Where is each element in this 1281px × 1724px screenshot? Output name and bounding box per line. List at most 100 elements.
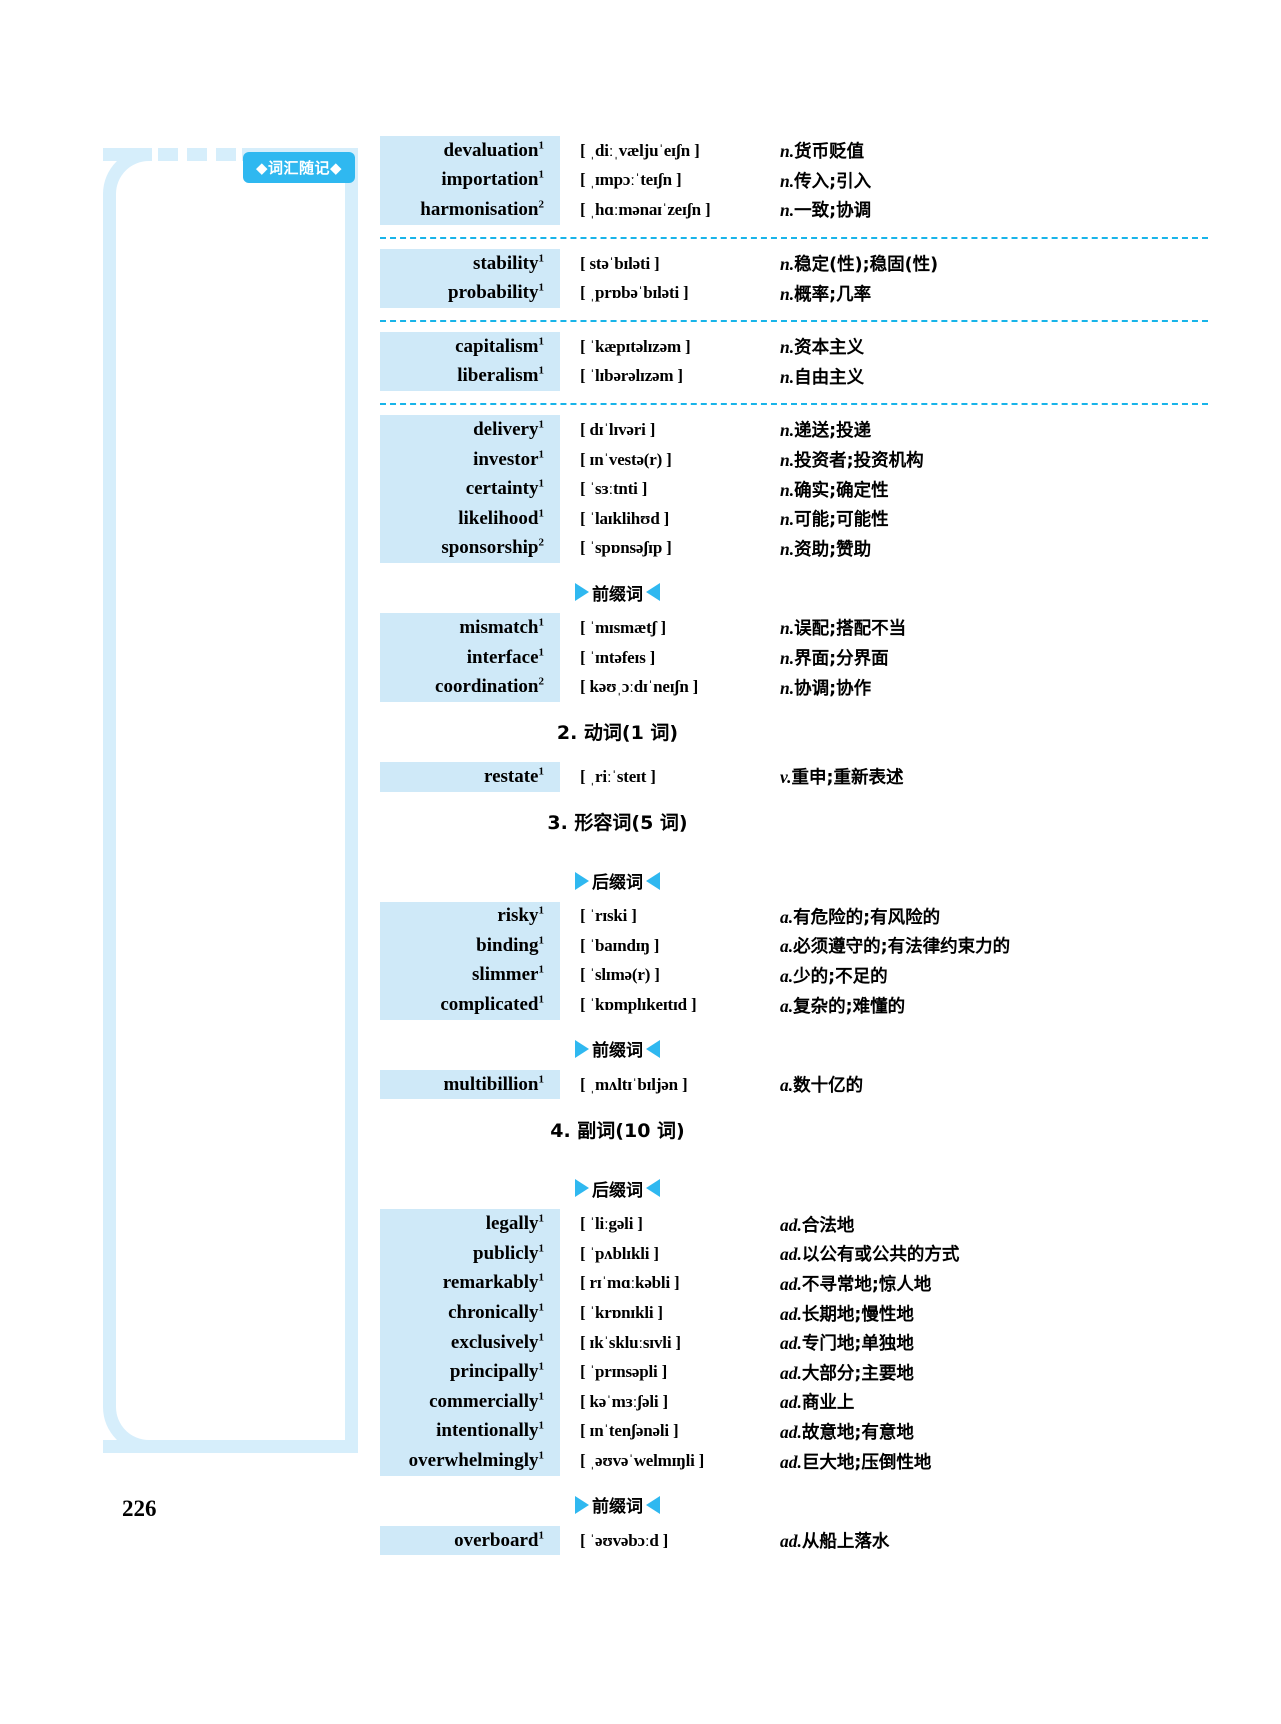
triangle-right-icon bbox=[575, 583, 589, 602]
word-headword: binding1 bbox=[476, 934, 545, 956]
part-of-speech: ad. bbox=[780, 1392, 802, 1413]
word-definition: ad.长期地;慢性地 bbox=[765, 1301, 1180, 1326]
word-definition: n.误配;搭配不当 bbox=[765, 615, 1180, 640]
affix-marker: 前缀词 bbox=[380, 1028, 855, 1070]
word-frequency-superscript: 1 bbox=[538, 418, 545, 431]
word-headword: coordination2 bbox=[435, 675, 545, 698]
part-of-speech: n. bbox=[780, 538, 795, 559]
triangle-right-icon bbox=[575, 1039, 589, 1058]
word-frequency-superscript: 1 bbox=[538, 934, 545, 947]
part-of-speech: a. bbox=[780, 906, 794, 927]
word-definition: n.协调;协作 bbox=[765, 675, 1180, 700]
word-definition: n.投资者;投资机构 bbox=[765, 447, 1180, 472]
word-phonetic: [ kəʊˌɔːdɪˈneɪʃn ] bbox=[580, 677, 699, 697]
word-row: commercially1[ kəˈmɜːʃəli ]ad.商业上 bbox=[380, 1387, 1180, 1417]
word-definition: n.概率;几率 bbox=[765, 281, 1180, 306]
word-frequency-superscript: 1 bbox=[538, 335, 545, 348]
triangle-left-icon bbox=[646, 583, 660, 602]
word-phonetic: [ ˌprɒbəˈbɪləti ] bbox=[580, 283, 689, 303]
part-of-speech: n. bbox=[780, 509, 795, 530]
definition-text: 投资者;投资机构 bbox=[794, 451, 924, 472]
word-headword: slimmer1 bbox=[472, 964, 544, 986]
word-frequency-superscript: 1 bbox=[538, 616, 545, 629]
word-phonetic: [ ˌmʌltɪˈbɪljən ] bbox=[580, 1074, 688, 1094]
word-headword: likelihood1 bbox=[458, 507, 544, 529]
word-group-highlight bbox=[380, 1069, 560, 1100]
triangle-right-icon bbox=[575, 1179, 589, 1198]
part-of-speech: ad. bbox=[780, 1531, 802, 1552]
word-row: principally1[ ˈprɪnsəpli ]ad.大部分;主要地 bbox=[380, 1357, 1180, 1387]
word-definition: ad.不寻常地;惊人地 bbox=[765, 1271, 1180, 1296]
word-phonetic: [ ˈlaɪklihʊd ] bbox=[580, 508, 670, 528]
affix-marker-label: 前缀词 bbox=[592, 1497, 643, 1518]
affix-marker: 前缀词 bbox=[380, 1484, 855, 1526]
word-phonetic: [ ˌriːˈsteɪt ] bbox=[580, 766, 656, 786]
part-of-speech: a. bbox=[780, 995, 794, 1016]
word-frequency-superscript: 1 bbox=[538, 365, 545, 378]
word-group-highlight bbox=[380, 761, 560, 792]
word-frequency-superscript: 2 bbox=[538, 675, 545, 688]
word-phonetic: [ ˈpʌblɪkli ] bbox=[580, 1243, 659, 1263]
word-headword: importation1 bbox=[441, 169, 544, 191]
word-frequency-superscript: 1 bbox=[538, 1212, 545, 1225]
spacer bbox=[380, 852, 1180, 860]
word-frequency-superscript: 1 bbox=[538, 448, 545, 461]
word-row: slimmer1[ ˈslɪmə(r) ]a.少的;不足的 bbox=[380, 961, 1180, 991]
part-of-speech: n. bbox=[780, 337, 795, 358]
word-phonetic: [ ˈslɪmə(r) ] bbox=[580, 965, 660, 985]
definition-text: 重申;重新表述 bbox=[791, 768, 904, 789]
part-of-speech: ad. bbox=[780, 1451, 802, 1472]
word-frequency-superscript: 1 bbox=[538, 1420, 545, 1433]
word-group-highlight bbox=[380, 1525, 560, 1556]
part-of-speech: n. bbox=[780, 283, 795, 304]
word-phonetic: [ ɪnˈvestə(r) ] bbox=[580, 449, 672, 469]
word-group-highlight bbox=[380, 248, 560, 308]
word-frequency-superscript: 1 bbox=[538, 904, 545, 917]
word-row: probability1[ ˌprɒbəˈbɪləti ]n.概率;几率 bbox=[380, 278, 1180, 308]
word-phonetic: [ ˌhɑːmənaɪˈzeɪʃn ] bbox=[580, 199, 711, 219]
group-divider bbox=[380, 225, 1208, 249]
word-row: certainty1[ ˈsɜːtnti ]n.确实;确定性 bbox=[380, 474, 1180, 504]
word-frequency-superscript: 1 bbox=[538, 1529, 545, 1542]
word-row: harmonisation2[ ˌhɑːmənaɪˈzeɪʃn ]n.一致;协调 bbox=[380, 195, 1180, 225]
word-phonetic: [ ˌdiːˌvæljuˈeɪʃn ] bbox=[580, 140, 700, 160]
word-phonetic: [ ˈmɪsmætʃ ] bbox=[580, 617, 666, 637]
word-group: overboard1[ ˈəʊvəbɔːd ]ad.从船上落水 bbox=[380, 1525, 1180, 1556]
definition-text: 从船上落水 bbox=[801, 1532, 890, 1553]
affix-marker: 后缀词 bbox=[380, 1167, 855, 1209]
word-phonetic: [ ɪnˈtenʃənəli ] bbox=[580, 1421, 679, 1441]
word-phonetic: [ ɪkˈskluːsɪvli ] bbox=[580, 1332, 681, 1352]
definition-text: 必须遵守的;有法律约束力的 bbox=[793, 937, 1011, 958]
word-headword: publicly1 bbox=[473, 1242, 544, 1264]
word-phonetic: [ ˈəʊvəbɔːd ] bbox=[580, 1530, 669, 1550]
word-phonetic: [ ˌɪmpɔːˈteɪʃn ] bbox=[580, 170, 682, 190]
word-phonetic: [ ˈspɒnsəʃɪp ] bbox=[580, 538, 672, 558]
word-headword: liberalism1 bbox=[457, 365, 545, 387]
part-of-speech: ad. bbox=[780, 1421, 802, 1442]
part-of-speech-section-heading: 2. 动词(1 词) bbox=[556, 722, 679, 745]
part-of-speech: n. bbox=[780, 420, 795, 441]
definition-text: 故意地;有意地 bbox=[801, 1422, 914, 1443]
word-definition: n.资本主义 bbox=[765, 334, 1180, 359]
word-phonetic: [ ˈlɪbərəlɪzəm ] bbox=[580, 366, 683, 386]
word-group-highlight bbox=[380, 901, 560, 1020]
word-phonetic: [ ˈkrɒnɪkli ] bbox=[580, 1303, 663, 1323]
word-definition: n.一致;协调 bbox=[765, 197, 1180, 222]
affix-marker-label: 前缀词 bbox=[592, 1041, 643, 1062]
part-of-speech: n. bbox=[780, 677, 795, 698]
word-phonetic: [ ˈliːgəli ] bbox=[580, 1214, 643, 1234]
definition-text: 资助;赞助 bbox=[794, 539, 872, 560]
definition-text: 资本主义 bbox=[794, 338, 865, 359]
word-phonetic: [ ˈbaɪndɪŋ ] bbox=[580, 935, 660, 955]
word-headword: commercially1 bbox=[429, 1390, 545, 1412]
part-of-speech: n. bbox=[780, 450, 795, 471]
word-row: interface1[ ˈɪntəfeɪs ]n.界面;分界面 bbox=[380, 643, 1180, 673]
word-frequency-superscript: 1 bbox=[538, 252, 545, 265]
word-frequency-superscript: 1 bbox=[538, 1390, 545, 1403]
definition-text: 数十亿的 bbox=[793, 1076, 864, 1097]
section-tab-label: ◆词汇随记◆ bbox=[243, 152, 355, 183]
affix-marker-label: 后缀词 bbox=[592, 873, 643, 893]
